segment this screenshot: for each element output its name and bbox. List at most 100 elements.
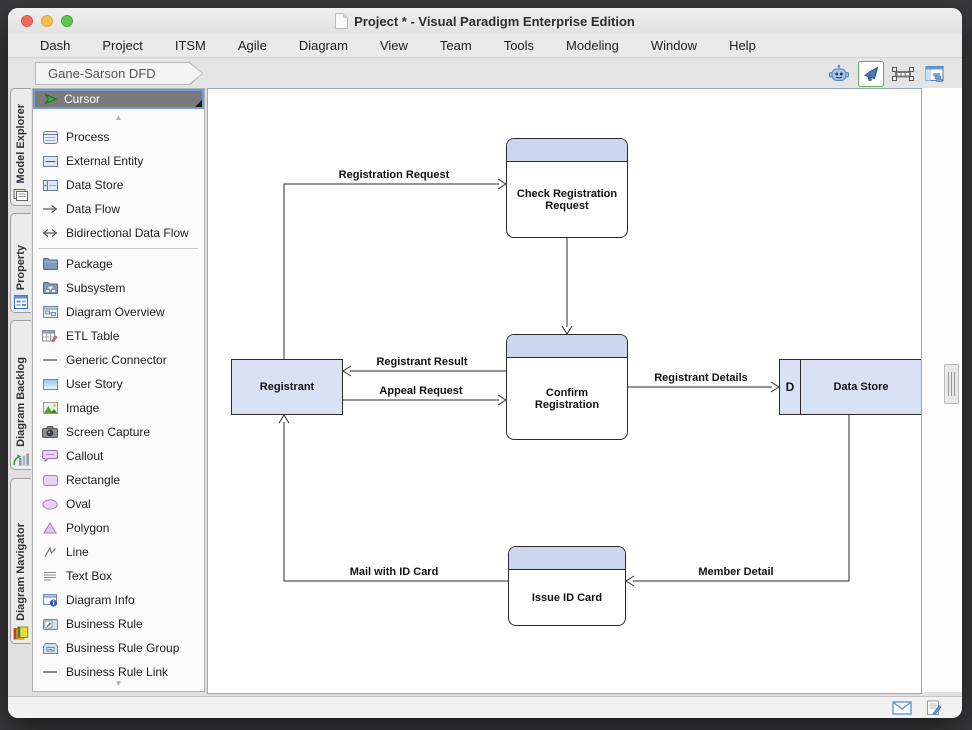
menu-modeling[interactable]: Modeling: [566, 37, 619, 53]
palette-item-screen-capture[interactable]: Screen Capture: [33, 420, 204, 444]
data-store-id: D: [780, 360, 801, 414]
flow-label-registrant-details[interactable]: Registrant Details: [654, 372, 748, 384]
menu-team[interactable]: Team: [439, 37, 472, 53]
menu-diagram[interactable]: Diagram: [298, 37, 348, 53]
palette-item-business-rule[interactable]: Business Rule: [33, 612, 204, 636]
palette-scroll-up-icon[interactable]: ▲: [114, 113, 123, 122]
breadcrumb[interactable]: Gane-Sarson DFD: [35, 62, 203, 85]
announcement-icon[interactable]: [858, 61, 884, 87]
palette-item-subsystem[interactable]: Subsystem: [33, 276, 204, 300]
diagram-info-icon: [40, 593, 60, 607]
image-icon: [40, 402, 60, 414]
external-entity-icon: [40, 155, 60, 167]
flow-label-mail-with-id-card[interactable]: Mail with ID Card: [349, 566, 439, 578]
right-gutter: [922, 88, 962, 692]
close-window-button[interactable]: [21, 15, 33, 27]
palette-item-package[interactable]: Package: [33, 252, 204, 276]
process-header: [509, 547, 625, 570]
mail-icon[interactable]: [892, 700, 912, 715]
palette-item-data-store[interactable]: Data Store: [33, 173, 204, 197]
diagram-canvas[interactable]: Check Registration Request Confirm Regis…: [207, 88, 922, 694]
menu-bar: Dash Project ITSM Agile Diagram View Tea…: [8, 34, 962, 58]
cursor-icon: [43, 93, 57, 105]
corner-expand-indicator: [195, 100, 202, 107]
panel-layout-icon[interactable]: [922, 61, 948, 87]
flow-label-registrant-result[interactable]: Registrant Result: [376, 356, 468, 368]
diagram-overview-icon: [40, 306, 60, 318]
palette-item-bidirectional-data-flow[interactable]: Bidirectional Data Flow: [33, 221, 204, 245]
tab-diagram-navigator[interactable]: Diagram Navigator: [10, 478, 31, 644]
title-bar[interactable]: Project * - Visual Paradigm Enterprise E…: [8, 8, 962, 35]
palette-item-data-flow[interactable]: Data Flow: [33, 197, 204, 221]
panel-collapse-handle[interactable]: [944, 364, 959, 404]
palette-item-diagram-info[interactable]: Diagram Info: [33, 588, 204, 612]
subsystem-icon: [40, 282, 60, 294]
fit-to-window-icon[interactable]: [890, 61, 916, 87]
palette-item-business-rule-link[interactable]: Business Rule Link: [33, 660, 204, 684]
menu-itsm[interactable]: ITSM: [174, 37, 206, 53]
palette-item-callout[interactable]: Callout: [33, 444, 204, 468]
user-story-icon: [40, 378, 60, 390]
flow-check-to-confirm[interactable]: [561, 238, 573, 335]
tab-model-explorer[interactable]: Model Explorer: [10, 88, 31, 206]
palette-item-diagram-overview[interactable]: Diagram Overview: [33, 300, 204, 324]
palette-item-external-entity[interactable]: External Entity: [33, 149, 204, 173]
palette-scroll-down-icon[interactable]: ▼: [114, 679, 123, 688]
palette-item-rectangle[interactable]: Rectangle: [33, 468, 204, 492]
palette-item-oval[interactable]: Oval: [33, 492, 204, 516]
palette-item-polygon[interactable]: Polygon: [33, 516, 204, 540]
menu-view[interactable]: View: [379, 37, 408, 53]
flow-registrant-result[interactable]: [342, 365, 506, 377]
palette-cursor-label: Cursor: [64, 92, 101, 106]
polygon-icon: [40, 522, 60, 534]
palette-item-cursor[interactable]: Cursor: [33, 89, 204, 109]
palette-item-image[interactable]: Image: [33, 396, 204, 420]
main-area: Model Explorer Property Diagram Backlog …: [8, 88, 962, 696]
palette-item-user-story[interactable]: User Story: [33, 372, 204, 396]
palette-item-etl-table[interactable]: ETL Table: [33, 324, 204, 348]
palette-separator: [33, 245, 204, 252]
palette-item-process[interactable]: Process: [33, 125, 204, 149]
tab-property[interactable]: Property: [10, 213, 31, 313]
palette-item-business-rule-group[interactable]: Business Rule Group: [33, 636, 204, 660]
edit-document-icon[interactable]: [926, 700, 942, 716]
package-icon: [40, 258, 60, 270]
model-explorer-icon: [13, 187, 29, 202]
flow-mail-with-id-card[interactable]: [278, 414, 508, 582]
business-rule-link-icon: [40, 670, 60, 674]
flow-registration-request[interactable]: [283, 178, 507, 359]
bidirectional-data-flow-icon: [40, 228, 60, 238]
menu-tools[interactable]: Tools: [503, 37, 535, 53]
side-tab-strip: Model Explorer Property Diagram Backlog …: [8, 88, 32, 696]
node-issue-id-card[interactable]: Issue ID Card: [508, 546, 626, 626]
palette-item-text-box[interactable]: Text Box: [33, 564, 204, 588]
node-label: Registrant: [259, 381, 315, 393]
node-check-registration-request[interactable]: Check Registration Request: [506, 138, 628, 238]
rectangle-icon: [40, 474, 60, 486]
menu-window[interactable]: Window: [650, 37, 698, 53]
generic-connector-icon: [40, 358, 60, 362]
menu-help[interactable]: Help: [729, 37, 756, 53]
node-registrant[interactable]: Registrant: [231, 359, 343, 415]
menu-agile[interactable]: Agile: [237, 37, 267, 53]
callout-icon: [40, 449, 60, 463]
flow-label-member-detail[interactable]: Member Detail: [698, 566, 774, 578]
flow-label-appeal-request[interactable]: Appeal Request: [379, 385, 463, 397]
node-confirm-registration[interactable]: Confirm Registration: [506, 334, 628, 440]
node-data-store[interactable]: D Data Store: [779, 359, 921, 415]
palette-item-line[interactable]: Line: [33, 540, 204, 564]
window-title: Project * - Visual Paradigm Enterprise E…: [354, 13, 635, 29]
palette-item-generic-connector[interactable]: Generic Connector: [33, 348, 204, 372]
flow-member-detail[interactable]: [625, 415, 850, 587]
app-window: Project * - Visual Paradigm Enterprise E…: [8, 8, 962, 718]
menu-project[interactable]: Project: [102, 37, 143, 53]
tab-diagram-backlog[interactable]: Diagram Backlog: [10, 320, 31, 470]
data-store-icon: [40, 179, 60, 191]
text-box-icon: [40, 571, 60, 582]
flow-label-registration-request[interactable]: Registration Request: [338, 169, 450, 181]
menu-dash[interactable]: Dash: [40, 37, 71, 53]
node-label: Check Registration Request: [516, 187, 618, 212]
minimize-window-button[interactable]: [41, 15, 53, 27]
assistant-bot-icon[interactable]: [826, 61, 852, 87]
zoom-window-button[interactable]: [61, 15, 73, 27]
